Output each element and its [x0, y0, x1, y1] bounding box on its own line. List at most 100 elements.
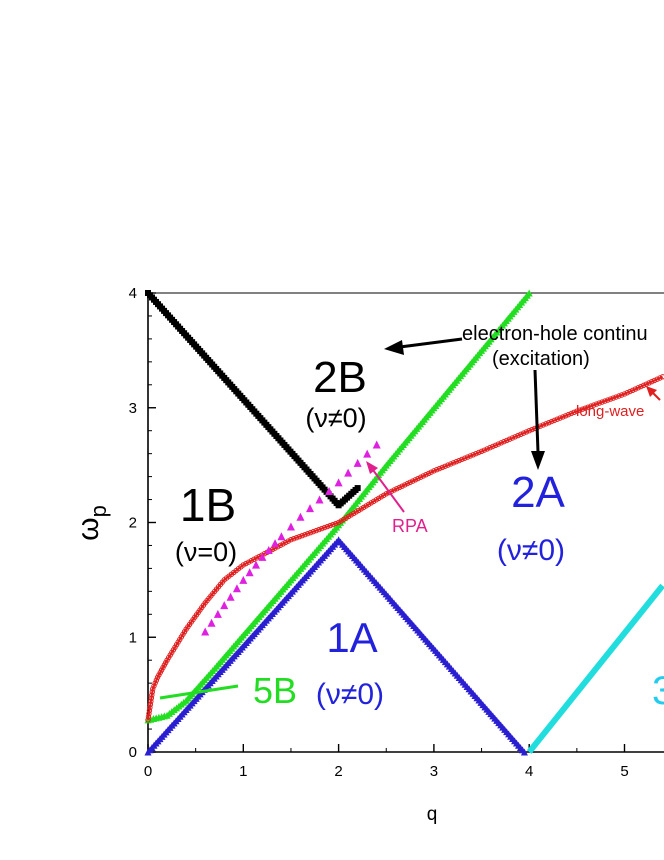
point: [150, 686, 156, 692]
x-tick-label: 1: [239, 763, 247, 780]
point: [399, 483, 405, 489]
point: [434, 467, 440, 473]
point: [632, 386, 639, 392]
y-tick-label: 2: [129, 515, 137, 532]
point: [540, 422, 546, 428]
point: [490, 443, 496, 450]
point: [306, 504, 315, 513]
point: [316, 526, 322, 533]
point: [296, 512, 305, 521]
x-tick-label: 0: [144, 763, 152, 780]
point: [520, 748, 528, 756]
point: [501, 438, 507, 445]
point: [439, 464, 446, 471]
series-layer: [144, 289, 664, 756]
point: [149, 692, 155, 698]
point: [417, 474, 424, 480]
point: [467, 453, 474, 459]
point: [412, 477, 419, 483]
y-tick-label: 4: [129, 285, 137, 302]
point: [333, 520, 339, 527]
electron-hole-arrow-to-2A: [531, 369, 545, 470]
series-RPA: [201, 440, 381, 636]
electron-hole-arrow-to-2B: [384, 337, 463, 355]
point: [551, 417, 558, 424]
point: [436, 465, 443, 472]
point: [616, 393, 622, 399]
point: [593, 401, 600, 407]
point: [383, 491, 389, 497]
point: [252, 560, 261, 569]
point: [324, 523, 331, 530]
point: [253, 555, 260, 561]
point: [310, 528, 317, 535]
point: [568, 410, 574, 417]
point: [201, 627, 210, 636]
label-2A-nu: (ν≠0): [497, 534, 565, 567]
point: [635, 385, 641, 391]
point: [354, 485, 361, 492]
point: [420, 473, 427, 479]
point: [453, 458, 460, 465]
point: [613, 394, 619, 400]
point: [313, 527, 319, 534]
point: [213, 609, 222, 618]
point: [407, 479, 413, 486]
label-2B-nu: (ν≠0): [305, 403, 366, 433]
point: [402, 482, 408, 488]
point: [445, 462, 451, 468]
point: [404, 480, 411, 487]
point: [285, 538, 292, 544]
point: [280, 541, 286, 547]
point: [646, 380, 652, 386]
point: [423, 471, 429, 478]
point: [232, 584, 241, 593]
point: [152, 680, 158, 686]
point: [526, 428, 532, 434]
point: [145, 714, 152, 720]
point: [618, 392, 625, 398]
point: [481, 447, 488, 453]
point: [148, 695, 155, 701]
point: [147, 701, 154, 708]
label-5B: 5B: [253, 670, 297, 711]
point: [473, 450, 479, 457]
point: [627, 388, 633, 395]
point: [277, 542, 284, 549]
label-1A-nu: (ν≠0): [316, 678, 384, 711]
point: [659, 374, 664, 380]
label-1B-nu: (ν=0): [175, 537, 237, 567]
point: [148, 698, 154, 704]
electron-hole-label-line2: (excitation): [492, 348, 590, 370]
y-axis-title-subscript: p: [86, 505, 111, 517]
point: [579, 406, 586, 412]
point: [651, 377, 658, 384]
point: [525, 289, 533, 297]
series-3: [526, 583, 664, 754]
point: [649, 378, 655, 385]
point: [582, 405, 588, 411]
point: [307, 529, 314, 536]
annotation-arrows: [159, 337, 661, 700]
point: [610, 395, 616, 401]
point: [271, 539, 280, 548]
point: [624, 390, 630, 396]
long-wave-label: long-wave: [576, 403, 644, 420]
point: [321, 524, 328, 531]
point: [574, 408, 580, 414]
point: [512, 434, 518, 440]
point: [602, 398, 608, 404]
point: [571, 409, 577, 416]
y-tick-label: 1: [129, 629, 137, 646]
point: [585, 404, 591, 410]
point: [286, 522, 295, 531]
rpa-label: RPA: [392, 516, 428, 536]
y-axis-title-text: ωp: [72, 505, 111, 541]
point: [506, 436, 513, 442]
x-axis-title: q: [427, 804, 438, 825]
point: [442, 463, 448, 469]
point: [282, 539, 289, 546]
point: [251, 556, 257, 563]
electron-hole-label-line1: electron-hole continu: [462, 323, 648, 345]
point: [353, 458, 362, 467]
